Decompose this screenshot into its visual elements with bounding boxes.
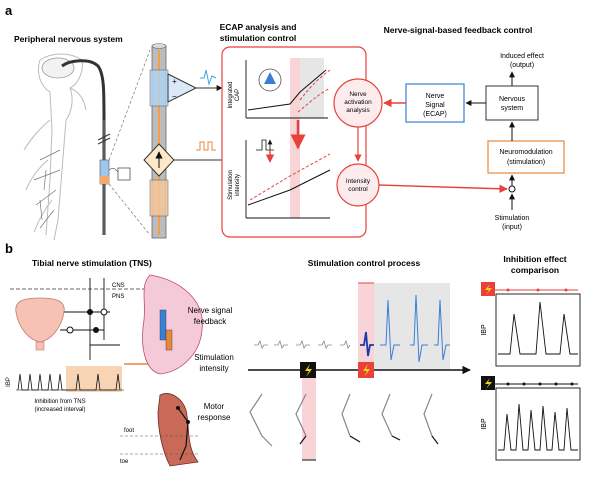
ecap-title-1: ECAP analysis and — [220, 22, 297, 32]
panel-b-label: b — [5, 241, 13, 256]
spinal-cord — [61, 59, 106, 235]
panel-a: a Peripheral nervous system — [5, 3, 565, 241]
svg-text:Nerve: Nerve — [426, 93, 445, 100]
svg-text:Signal: Signal — [425, 102, 445, 109]
svg-text:CAP: CAP — [235, 89, 241, 101]
svg-text:Induced effect: Induced effect — [500, 53, 544, 60]
recording-cuff — [149, 69, 169, 107]
panel-b: b Tibial nerve stimulation (TNS) CNS PNS… — [5, 241, 581, 467]
svg-text:Stimulation: Stimulation — [495, 215, 530, 222]
bladder-icon — [15, 297, 65, 343]
svg-text:(ECAP): (ECAP) — [423, 111, 447, 118]
first-stim-band — [302, 370, 316, 460]
svg-text:(output): (output) — [510, 62, 534, 69]
ecap-title-2: stimulation control — [220, 33, 297, 43]
summing-node — [508, 185, 516, 193]
motor-response-sticks — [249, 393, 433, 447]
svg-text:Inhibition from TNS: Inhibition from TNS — [34, 399, 85, 405]
svg-text:(increased interval): (increased interval) — [34, 407, 85, 413]
svg-text:IBP: IBP — [6, 377, 12, 387]
svg-text:Integrated: Integrated — [228, 81, 234, 108]
svg-text:response: response — [198, 413, 231, 422]
svg-text:Nerve: Nerve — [349, 91, 367, 98]
svg-text:Neuromodulation: Neuromodulation — [499, 149, 552, 156]
svg-text:feedback: feedback — [194, 317, 227, 326]
svg-text:intensity: intensity — [235, 174, 241, 196]
svg-text:+: + — [172, 77, 177, 86]
foot-diagram — [157, 393, 199, 467]
svg-text:activation: activation — [344, 99, 372, 106]
amplifier-icon — [167, 73, 198, 103]
svg-text:intensity: intensity — [199, 364, 228, 373]
svg-text:control: control — [348, 186, 368, 193]
svg-text:system: system — [501, 105, 523, 112]
tns-title: Tibial nerve stimulation (TNS) — [32, 258, 152, 268]
pns-title: Peripheral nervous system — [14, 34, 123, 44]
svg-text:PNS: PNS — [112, 294, 124, 300]
implant-device — [117, 167, 131, 181]
svg-text:Inhibition effect: Inhibition effect — [503, 254, 566, 264]
svg-text:(input): (input) — [502, 224, 522, 231]
svg-text:IBP: IBP — [481, 324, 488, 336]
svg-text:CNS: CNS — [112, 283, 125, 289]
svg-text:IBP: IBP — [481, 418, 488, 430]
body-silhouette — [23, 53, 87, 241]
nerve-branches — [33, 149, 61, 229]
ecap-analysis-box — [221, 46, 367, 238]
red-stim-band — [358, 283, 374, 369]
inhibition-band — [66, 366, 122, 392]
svg-text:Motor: Motor — [204, 402, 225, 411]
stimulating-cuff — [149, 179, 169, 217]
svg-text:Nerve signal: Nerve signal — [188, 306, 233, 315]
svg-text:toe: toe — [120, 459, 129, 465]
svg-text:comparison: comparison — [511, 265, 559, 275]
activation-icon — [258, 68, 282, 92]
nerve-signal-box — [405, 83, 465, 123]
svg-text:Stimulation: Stimulation — [194, 353, 234, 362]
saturation-band — [300, 58, 324, 118]
svg-text:(stimulation): (stimulation) — [507, 159, 545, 166]
svg-text:Intensity: Intensity — [346, 178, 371, 185]
feedback-title: Nerve-signal-based feedback control — [384, 25, 533, 35]
ibp-bottom-plot — [495, 387, 581, 461]
svg-text:−: − — [172, 92, 177, 101]
svg-text:foot: foot — [124, 428, 134, 434]
svg-text:Stimulation: Stimulation — [228, 170, 234, 200]
nervous-system-box — [485, 85, 539, 121]
intensity-control-node — [336, 163, 380, 207]
svg-text:Nervous: Nervous — [499, 96, 526, 103]
svg-text:analysis: analysis — [346, 107, 370, 114]
leg-section — [142, 274, 203, 375]
process-title: Stimulation control process — [308, 258, 421, 268]
neuromodulation-box — [487, 140, 565, 174]
panel-a-label: a — [5, 3, 13, 18]
